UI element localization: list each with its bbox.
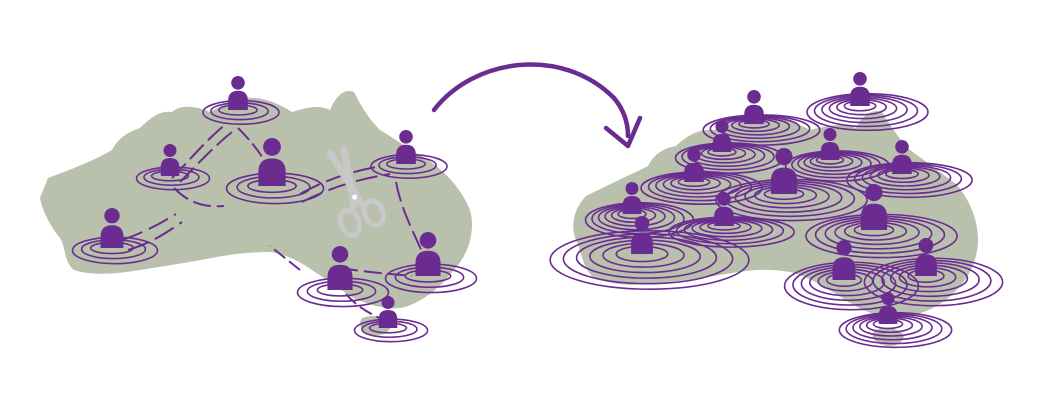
person-head [895,140,909,154]
person-icon [863,238,1004,307]
person-body [327,264,353,290]
person-body [258,158,286,186]
person-head [231,76,245,90]
curved-arrow-icon [431,62,643,149]
scissors-icon [326,146,387,238]
person-body [915,254,937,276]
person-head [775,148,793,166]
person-head [419,232,437,249]
person-head [263,138,281,156]
person-head [625,182,639,195]
person-icon [805,184,958,259]
person-head [747,90,761,104]
person-icon [838,292,953,349]
person-icon [384,232,478,294]
person-body [631,232,653,254]
person-body [744,104,764,124]
person-head [163,144,177,157]
person-body [415,250,441,276]
person-head [381,296,395,309]
person-icon [715,148,868,222]
person-icon [353,296,429,343]
ripple-ring [549,230,750,290]
person-head [881,292,895,305]
person-icon [71,208,159,265]
person-head [399,130,413,144]
person-body [832,257,856,280]
person-body [160,158,180,176]
person-body [892,154,912,174]
person-body [878,306,898,324]
person-icon [783,240,920,311]
person-body [228,90,248,110]
person-body [378,310,398,328]
person-head [687,148,701,162]
person-icon [135,144,211,191]
person-icon [806,72,929,132]
person-body [684,162,704,182]
person-head [715,120,729,133]
person-head [836,240,852,256]
person-icon [296,246,390,308]
person-body [396,144,416,164]
person-head [853,72,867,86]
person-body [770,167,798,194]
person-head [865,184,883,202]
person-head [717,192,731,206]
person-icon [225,138,325,205]
person-body [622,196,642,214]
person-icon [784,128,891,182]
person-body [100,225,124,248]
person-head [823,128,837,141]
person-body [714,206,734,226]
person-body [820,142,840,160]
people-after [549,72,1004,349]
person-head [104,208,120,224]
panel-after [549,72,1004,349]
person-head [331,246,349,263]
panel-before [40,76,478,343]
person-body [712,134,732,152]
people-before [71,76,478,343]
person-icon [640,148,763,206]
person-icon [846,140,973,199]
person-icon [668,192,795,248]
person-head [634,216,650,231]
australia-map-left [40,90,472,309]
person-icon [202,76,280,125]
person-icon [370,130,448,179]
person-head [918,238,934,253]
person-body [850,86,870,106]
person-icon [549,216,750,290]
person-body [860,203,888,230]
